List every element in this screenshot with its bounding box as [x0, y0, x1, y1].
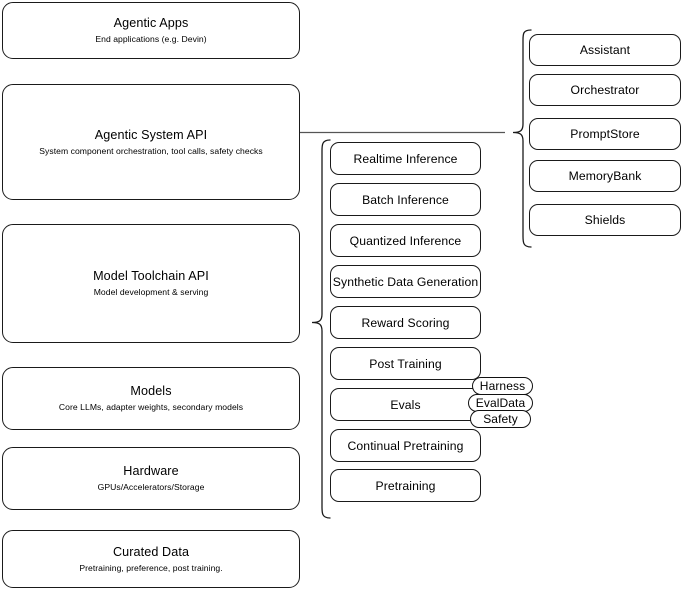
layer-title: Models: [130, 384, 172, 398]
eval-pill-harness[interactable]: Harness: [472, 377, 533, 395]
system-item-shields[interactable]: Shields: [529, 204, 681, 236]
layer-subtitle: Core LLMs, adapter weights, secondary mo…: [58, 402, 244, 412]
toolchain-item-label: Batch Inference: [362, 192, 449, 207]
brace-system-components: [505, 28, 533, 250]
toolchain-item-label: Synthetic Data Generation: [332, 274, 479, 289]
layer-box-agentic-system-api[interactable]: Agentic System API System component orch…: [2, 84, 300, 200]
toolchain-item-quantized-inference[interactable]: Quantized Inference: [330, 224, 481, 257]
toolchain-item-reward-scoring[interactable]: Reward Scoring: [330, 306, 481, 339]
system-item-memorybank[interactable]: MemoryBank: [529, 160, 681, 192]
layer-subtitle: End applications (e.g. Devin): [95, 34, 207, 44]
system-item-promptstore[interactable]: PromptStore: [529, 118, 681, 150]
layer-box-model-toolchain-api[interactable]: Model Toolchain API Model development & …: [2, 224, 300, 343]
eval-pill-label: Safety: [483, 412, 518, 426]
toolchain-item-label: Continual Pretraining: [347, 438, 464, 453]
system-item-label: Orchestrator: [570, 83, 640, 97]
layer-box-models[interactable]: Models Core LLMs, adapter weights, secon…: [2, 367, 300, 430]
eval-pill-label: EvalData: [475, 396, 526, 410]
layer-subtitle: Model development & serving: [93, 287, 209, 297]
system-item-label: Shields: [584, 213, 626, 227]
layer-subtitle: Pretraining, preference, post training.: [79, 562, 223, 573]
system-item-label: PromptStore: [570, 127, 640, 141]
layer-title: Agentic System API: [94, 127, 208, 142]
system-item-label: Assistant: [579, 43, 631, 57]
system-item-orchestrator[interactable]: Orchestrator: [529, 74, 681, 106]
layer-title: Hardware: [123, 464, 179, 478]
eval-pill-label: Harness: [479, 379, 526, 393]
layer-title: Curated Data: [112, 544, 190, 559]
eval-pill-safety[interactable]: Safety: [470, 410, 531, 428]
layer-box-hardware[interactable]: Hardware GPUs/Accelerators/Storage: [2, 447, 300, 510]
system-item-assistant[interactable]: Assistant: [529, 34, 681, 66]
system-item-label: MemoryBank: [568, 169, 642, 183]
toolchain-item-label: Quantized Inference: [349, 233, 462, 248]
toolchain-item-label: Realtime Inference: [353, 151, 458, 166]
layer-title: Model Toolchain API: [93, 269, 209, 283]
toolchain-item-evals[interactable]: Evals: [330, 388, 481, 421]
toolchain-item-label: Reward Scoring: [361, 315, 450, 330]
toolchain-item-continual-pretraining[interactable]: Continual Pretraining: [330, 429, 481, 462]
toolchain-item-label: Pretraining: [375, 478, 436, 493]
connector-system-api-to-components: [300, 124, 515, 142]
layer-subtitle: System component orchestration, tool cal…: [39, 145, 263, 156]
toolchain-item-pretraining[interactable]: Pretraining: [330, 469, 481, 502]
toolchain-item-post-training[interactable]: Post Training: [330, 347, 481, 380]
toolchain-item-realtime-inference[interactable]: Realtime Inference: [330, 142, 481, 175]
layer-subtitle: GPUs/Accelerators/Storage: [97, 482, 205, 492]
brace-model-toolchain: [300, 138, 332, 522]
toolchain-item-batch-inference[interactable]: Batch Inference: [330, 183, 481, 216]
layer-title: Agentic Apps: [113, 16, 189, 30]
toolchain-item-synthetic-data-generation[interactable]: Synthetic Data Generation: [330, 265, 481, 298]
layer-box-agentic-apps[interactable]: Agentic Apps End applications (e.g. Devi…: [2, 2, 300, 59]
toolchain-item-label: Post Training: [369, 356, 442, 371]
toolchain-item-label: Evals: [390, 397, 421, 412]
layer-box-curated-data[interactable]: Curated Data Pretraining, preference, po…: [2, 530, 300, 588]
